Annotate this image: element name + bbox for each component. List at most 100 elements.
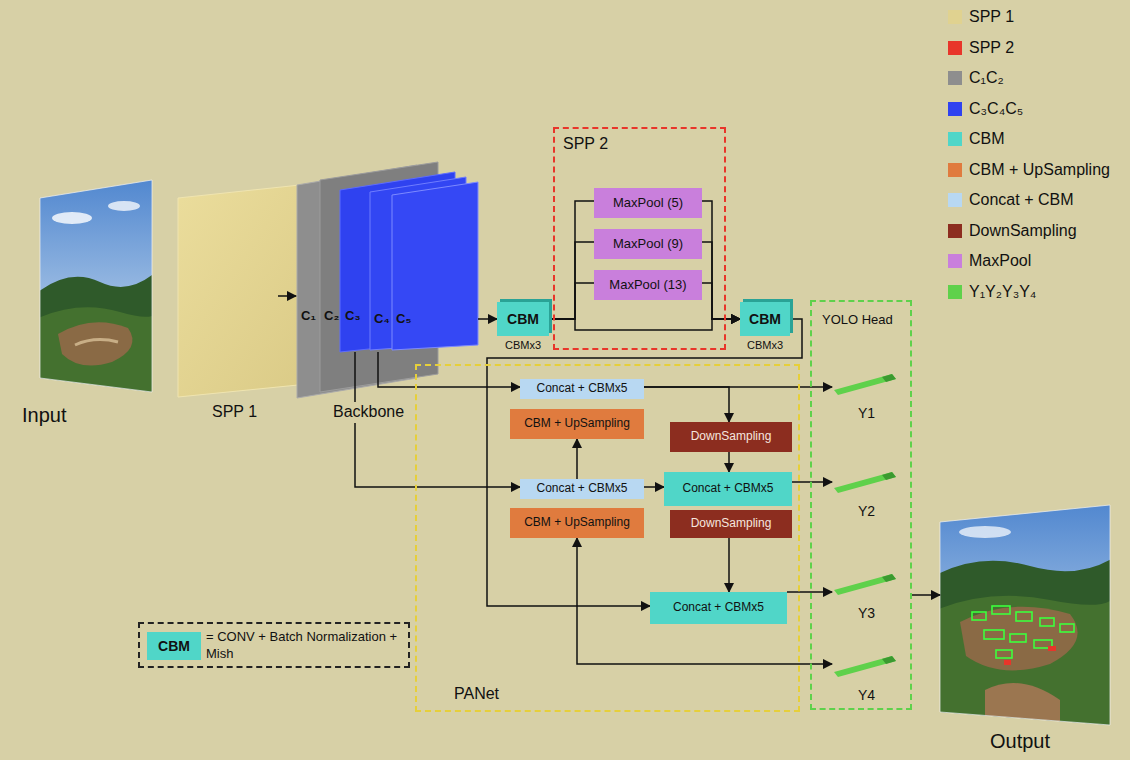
output-photo-part [972, 606, 1074, 658]
legend-text: SPP 2 [969, 38, 1014, 58]
spp-group: SPP 2 MaxPool (5) MaxPool (9) MaxPool (13) [553, 127, 726, 350]
output-photo-part [985, 683, 1060, 730]
connector-arrow [702, 201, 740, 319]
input-photo-part [108, 201, 140, 211]
box-text: MaxPool (9) [613, 236, 683, 253]
output-bar: Y2 [832, 470, 898, 494]
bar-shade [882, 656, 896, 664]
caption-text: PANet [454, 684, 499, 705]
input-photo-part [38, 306, 158, 400]
connector-arrow [549, 319, 740, 330]
connector-arrow [728, 538, 730, 592]
output-photo-part-part [996, 650, 1012, 658]
legend-text: C₃C₄C₅ [969, 99, 1023, 119]
output-photo-part-part [1016, 612, 1032, 621]
input-photo-part [58, 322, 132, 365]
legend-swatch [948, 285, 962, 299]
concat-box: Concat + CBMx5 [520, 379, 644, 399]
legend-text: Concat + CBM [969, 190, 1073, 210]
output-photo-part [959, 526, 1011, 538]
maxpool-box: MaxPool (5) [594, 188, 702, 218]
legend-swatch [948, 41, 962, 55]
box-text: Concat + CBMx5 [673, 600, 764, 616]
box-text: DownSampling [691, 429, 772, 445]
output-photo-part-part [984, 630, 1004, 639]
legend-swatch [948, 71, 962, 85]
layer-label: C₄ [374, 312, 390, 326]
output-photo-part [960, 607, 1078, 671]
output-photo-part-part [972, 612, 986, 620]
connector-arrow [549, 201, 594, 319]
box-text: Concat + CBMx5 [536, 481, 627, 497]
photo-frame [40, 180, 152, 392]
box-text: CBM + UpSampling [524, 416, 630, 432]
legend-swatch [948, 102, 962, 116]
output-bar: Y3 [832, 572, 898, 596]
connector-arrow [278, 295, 296, 297]
legend: SPP 1 SPP 2 C₁C₂ C₃C₄C₅ CBM CBM + UpSamplingC… [945, 6, 1125, 306]
bar-shade [882, 374, 896, 382]
cbm-note: = CONV + Batch Normalization + MishCBM [138, 622, 410, 668]
bar-symbol [832, 470, 898, 494]
cbm-block: CBM [147, 632, 201, 660]
output-photo-part-part [992, 606, 1010, 614]
connector-arrow [702, 283, 740, 319]
layer-label: C₅ [396, 312, 411, 326]
caption-text: SPP 2 [563, 134, 608, 155]
upsampling-box: CBM + UpSampling [510, 409, 644, 439]
legend-text: SPP 1 [969, 7, 1014, 27]
panet-group: PANetConcat + CBMx5CBM + UpSamplingDownS… [415, 364, 800, 712]
concat-box: Concat + CBMx5 [664, 472, 792, 506]
legend-swatch [948, 132, 962, 146]
backbone-slabs-part [392, 182, 478, 350]
bar-symbol [832, 572, 898, 596]
box-text: Concat + CBMx5 [682, 481, 773, 497]
yolo-head-group: YOLO HeadY1Y2Y3Y4 [810, 300, 912, 710]
repeat-note: CBMx3 [747, 339, 783, 351]
bar-symbol [832, 654, 898, 678]
backbone-slabs [297, 162, 478, 398]
legend-text: CBM [969, 129, 1005, 149]
layer-label: C₂ [324, 309, 339, 323]
legend-swatch [948, 224, 962, 238]
box-text: CBM [507, 310, 539, 328]
input-photo [38, 176, 158, 400]
bar-shade [882, 472, 896, 480]
connector-arrow [728, 452, 730, 472]
concat-box: Concat + CBMx5 [650, 592, 787, 624]
connector-arrow [644, 486, 664, 488]
caption-text: Y1 [858, 404, 875, 422]
repeat-note: CBMx3 [505, 339, 541, 351]
connector-arrow [487, 319, 802, 606]
output-photo-part-part [1040, 618, 1054, 626]
legend-text: MaxPool [969, 251, 1031, 271]
bar-symbol [832, 372, 898, 396]
input-photo-part [75, 340, 118, 345]
legend-text: C₁C₂ [969, 68, 1004, 88]
box-text: CBM + UpSampling [524, 515, 630, 531]
connector-arrow [702, 242, 740, 319]
output-bar: Y1 [832, 372, 898, 396]
caption-text: Input [22, 402, 66, 428]
cbm-block: CBM [497, 302, 549, 336]
box-text: CBM [158, 637, 190, 655]
box-text: MaxPool (5) [613, 195, 683, 212]
output-photo-part [936, 594, 1116, 730]
connector-arrow [577, 538, 832, 664]
connector-arrow [549, 283, 594, 319]
maxpool-box: MaxPool (13) [594, 270, 702, 300]
upsampling-box: CBM + UpSampling [510, 508, 644, 538]
legend-text: DownSampling [969, 221, 1077, 241]
bar-shape [834, 574, 896, 595]
output-photo-part [936, 556, 1116, 730]
bar-shade [882, 574, 896, 582]
legend-text: CBM + UpSampling [969, 160, 1110, 180]
legend-swatch [948, 10, 962, 24]
output-photo-part-part [1010, 634, 1026, 642]
legend-swatch [948, 254, 962, 268]
box-text: MaxPool (13) [609, 277, 686, 294]
output-photo [936, 500, 1116, 730]
caption-text: SPP 1 [212, 402, 257, 423]
output-photo-part [936, 500, 1116, 730]
